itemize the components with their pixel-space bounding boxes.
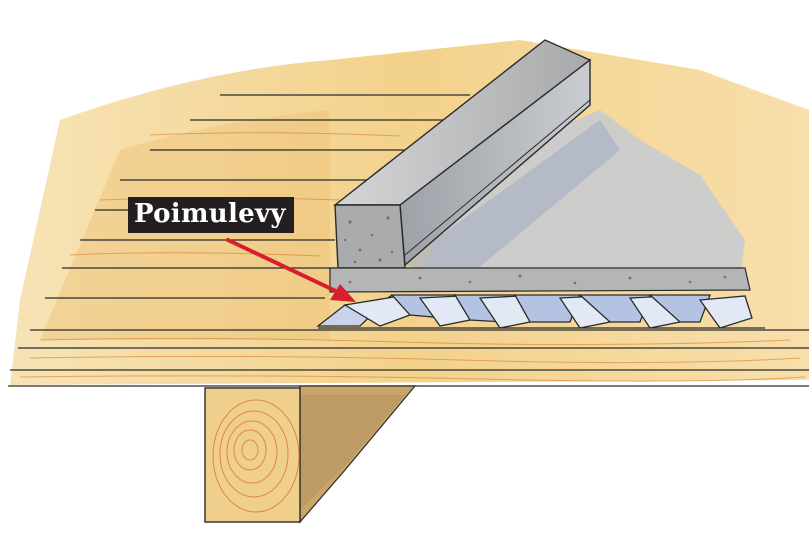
end-grain-rings [212,399,300,513]
pointer-arrow [226,238,356,302]
wood-joist [204,385,417,524]
wood-grain [19,132,806,382]
corrugated-sheet [316,294,765,329]
callout-label: Poimulevy [128,197,294,233]
concrete-aggregate [343,216,727,285]
concrete-wall [329,39,751,293]
plank-lines [8,94,809,387]
